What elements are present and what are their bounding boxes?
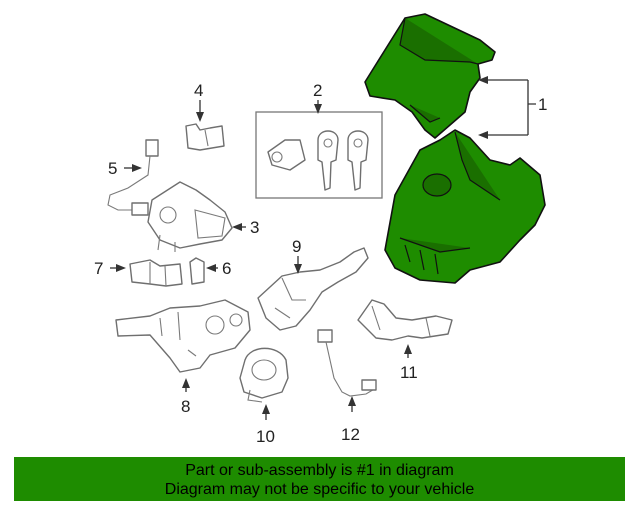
callout-12: 12 [341, 425, 360, 444]
callout-5: 5 [108, 159, 117, 178]
info-banner: Part or sub-assembly is #1 in diagram Di… [14, 457, 625, 501]
part-7[interactable] [129, 259, 183, 287]
callout-11: 11 [400, 363, 418, 382]
steering-lock-housing[interactable] [147, 181, 233, 252]
callout-3: 3 [250, 218, 259, 237]
banner-line-2: Diagram may not be specific to your vehi… [164, 481, 475, 498]
callout-2: 2 [313, 81, 322, 100]
key-cylinder-set[interactable] [255, 111, 383, 199]
callout-8: 8 [181, 397, 190, 416]
combination-switch[interactable] [115, 299, 251, 373]
headlamp-switch[interactable] [357, 299, 453, 341]
wiper-switch[interactable] [257, 247, 369, 331]
banner-line-1: Part or sub-assembly is #1 in diagram [185, 462, 454, 479]
part-6[interactable] [189, 257, 205, 285]
wire-harness-12[interactable] [317, 329, 377, 397]
callout-9: 9 [292, 237, 301, 256]
wire-harness-5[interactable] [107, 139, 159, 216]
callout-6: 6 [222, 259, 231, 278]
callout-1-leader [478, 76, 536, 139]
lower-column-cover[interactable] [384, 129, 546, 284]
switch-part-4[interactable] [185, 123, 225, 151]
callout-4: 4 [194, 81, 203, 100]
upper-column-cover[interactable] [364, 13, 496, 139]
clock-spring[interactable] [239, 347, 289, 403]
parts-diagram: 1 2 3 4 5 6 [94, 13, 547, 446]
callout-1: 1 [538, 95, 547, 114]
callout-10: 10 [256, 427, 275, 446]
callout-7: 7 [94, 259, 103, 278]
